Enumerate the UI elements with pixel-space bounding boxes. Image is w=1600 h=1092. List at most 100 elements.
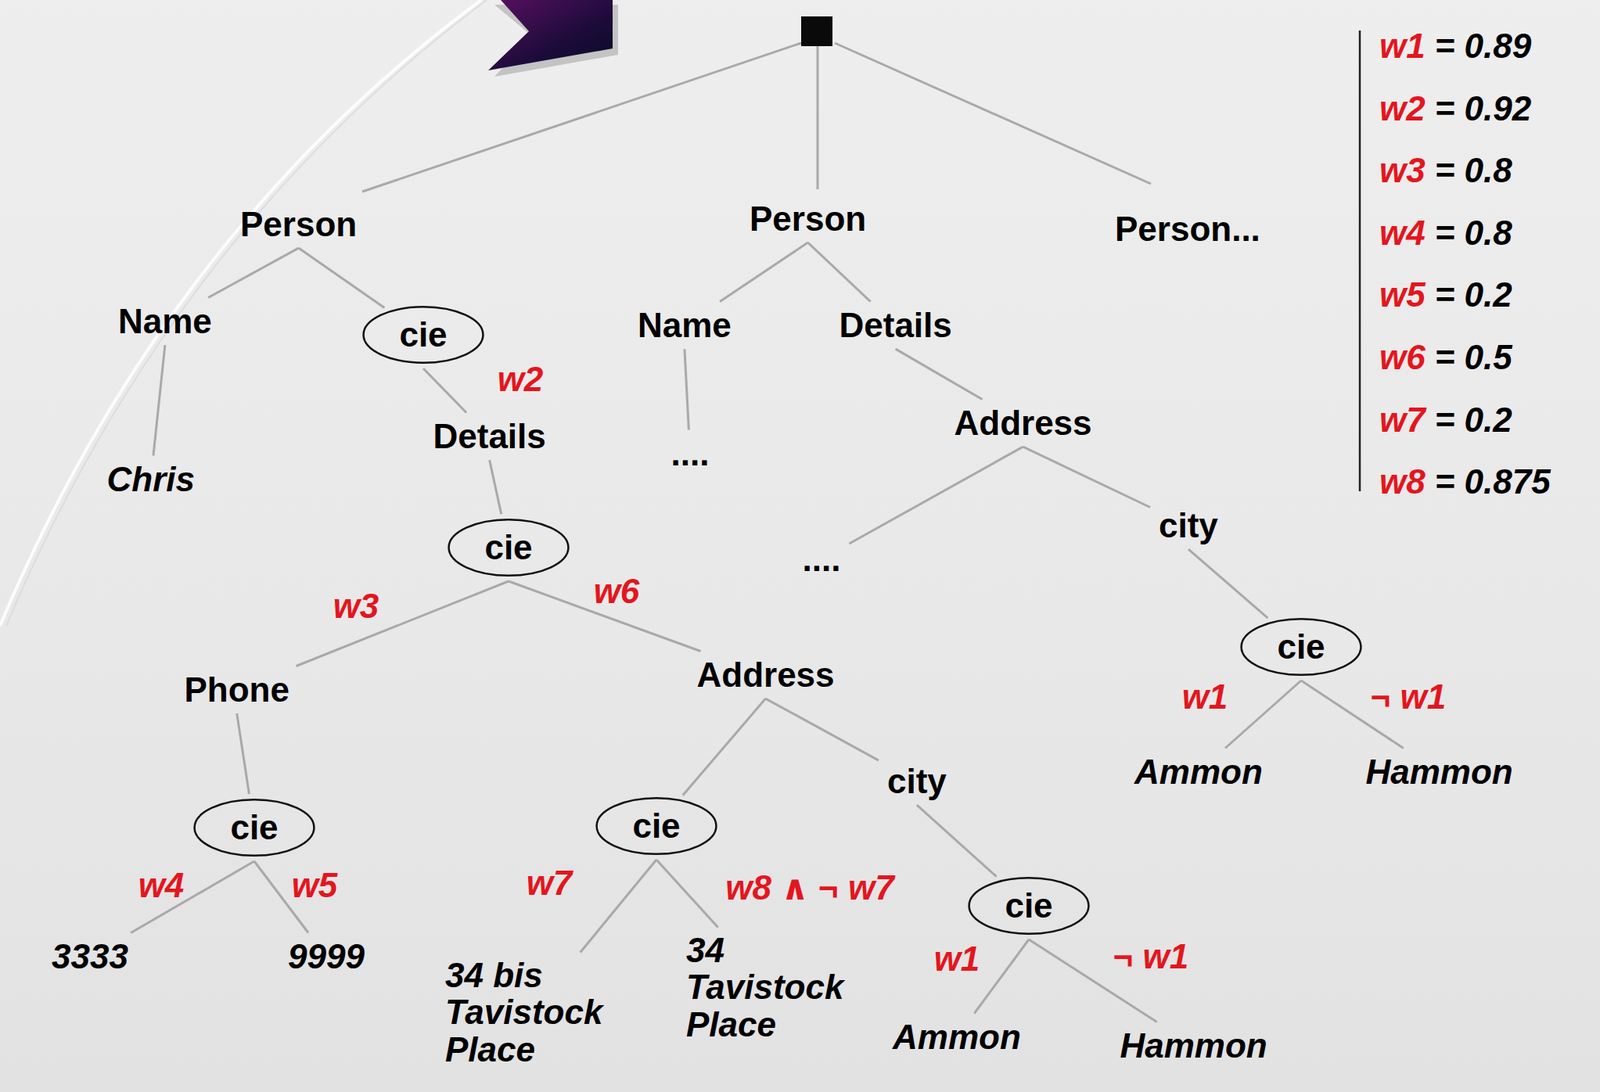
element-label: Details <box>427 415 553 459</box>
root-node <box>801 16 833 47</box>
node-text: Chris <box>107 460 195 500</box>
value-leaf: 34 Tavistock Place <box>681 930 863 1046</box>
tree-edge <box>848 446 1023 544</box>
weight-value: = 0.875 <box>1434 463 1551 501</box>
node-text: .... <box>802 539 842 580</box>
node-text: Name <box>118 302 213 342</box>
weight-label: w1 <box>1182 678 1229 716</box>
tree-edge <box>656 859 719 928</box>
weight-name: w3 <box>1379 151 1426 190</box>
choice-node: cie <box>447 517 570 578</box>
element-label: .... <box>796 538 848 582</box>
weight-value: = 0.8 <box>1434 214 1513 252</box>
node-text: Details <box>839 305 953 346</box>
value-leaf: 9999 <box>281 935 371 979</box>
background-arc-shadow <box>6 0 487 626</box>
tree-edge <box>489 460 502 515</box>
node-text: Details <box>433 417 547 457</box>
weight-row: w7= 0.2 <box>1379 400 1513 439</box>
tree-edge <box>296 581 509 667</box>
element-label: city <box>1152 504 1225 548</box>
weight-label: w6 <box>593 572 640 611</box>
element-label: Phone <box>178 668 296 712</box>
weight-value: = 0.89 <box>1434 27 1532 65</box>
node-text: Phone <box>184 670 290 711</box>
root-line <box>362 43 802 192</box>
element-label: Address <box>690 654 842 698</box>
value-leaf: 34 bis Tavistock Place <box>440 955 623 1071</box>
choice-label: cie <box>230 808 278 849</box>
node-text: 3333 <box>51 937 129 978</box>
background-arc <box>0 0 482 626</box>
tree-edge <box>130 861 255 934</box>
node-text: Person <box>749 199 867 240</box>
tree-edge <box>916 805 997 878</box>
weight-value: = 0.5 <box>1434 338 1513 377</box>
element-label: .... <box>665 432 716 476</box>
value-leaf: Hammon <box>1359 751 1520 795</box>
ellipse-shape <box>596 798 717 854</box>
value-leaf: Ammon <box>886 1016 1028 1060</box>
tree-edge <box>895 348 983 400</box>
legend-divider <box>1359 30 1362 492</box>
element-label: Person... <box>1108 208 1267 252</box>
tree-edge <box>683 698 766 796</box>
element-label: city <box>880 760 953 804</box>
choice-label: cie <box>1004 886 1053 927</box>
ellipse-shape <box>1241 618 1362 675</box>
weight-label: ¬ w1 <box>1113 938 1190 976</box>
element-label: Person <box>743 197 873 241</box>
element-label: Name <box>631 304 738 348</box>
node-text: Ammon <box>892 1017 1022 1058</box>
weight-value: = 0.2 <box>1434 276 1513 314</box>
element-label: Address <box>948 402 1099 446</box>
node-text: 34 bis Tavistock Place <box>445 956 618 1069</box>
tree-edge <box>974 939 1029 1014</box>
weight-value: = 0.92 <box>1434 89 1532 127</box>
value-leaf: 3333 <box>45 935 135 979</box>
choice-node: cie <box>1240 617 1363 677</box>
node-text: Address <box>697 655 835 696</box>
weight-row: w1= 0.89 <box>1379 27 1532 65</box>
weight-label: w2 <box>497 360 544 399</box>
value-leaf: Chris <box>100 458 202 502</box>
weight-row: w6= 0.5 <box>1379 338 1513 377</box>
weight-value: = 0.8 <box>1434 151 1513 190</box>
node-text: Address <box>954 403 1093 444</box>
choice-label: cie <box>632 806 680 847</box>
weight-label: w4 <box>138 866 185 905</box>
node-text: city <box>887 762 947 802</box>
ellipse-shape <box>363 306 484 363</box>
weight-value: = 0.2 <box>1434 400 1513 439</box>
tree-edge <box>1188 549 1269 619</box>
node-text: Person... <box>1114 209 1261 250</box>
node-text: .... <box>671 434 710 475</box>
weight-name: w4 <box>1379 214 1426 252</box>
value-leaf: Ammon <box>1128 751 1270 795</box>
weight-row: w8= 0.875 <box>1379 463 1551 501</box>
weight-name: w2 <box>1379 89 1426 127</box>
weight-row: w5= 0.2 <box>1379 276 1513 314</box>
weight-label: w5 <box>291 866 338 905</box>
choice-node: cie <box>362 305 485 365</box>
node-text: 34 Tavistock Place <box>686 931 859 1044</box>
choice-node: cie <box>967 876 1090 936</box>
node-text: Ammon <box>1134 752 1263 793</box>
tree-edge <box>1225 680 1302 749</box>
choice-node: cie <box>193 798 316 858</box>
choice-node: cie <box>595 796 718 856</box>
weight-name: w1 <box>1379 27 1426 65</box>
tree-edge <box>208 248 299 298</box>
ellipse-shape <box>449 519 569 576</box>
ellipse-shape <box>969 877 1090 934</box>
weight-label: ¬ w1 <box>1370 678 1447 716</box>
weight-name: w6 <box>1379 338 1426 377</box>
node-text: Person <box>240 204 357 245</box>
weight-label: w3 <box>333 587 380 626</box>
weight-label: w1 <box>934 940 981 978</box>
node-text: Hammon <box>1120 1026 1268 1067</box>
decorative-arrow <box>488 0 613 71</box>
element-label: Person <box>233 203 364 247</box>
tree-edge <box>684 348 689 430</box>
